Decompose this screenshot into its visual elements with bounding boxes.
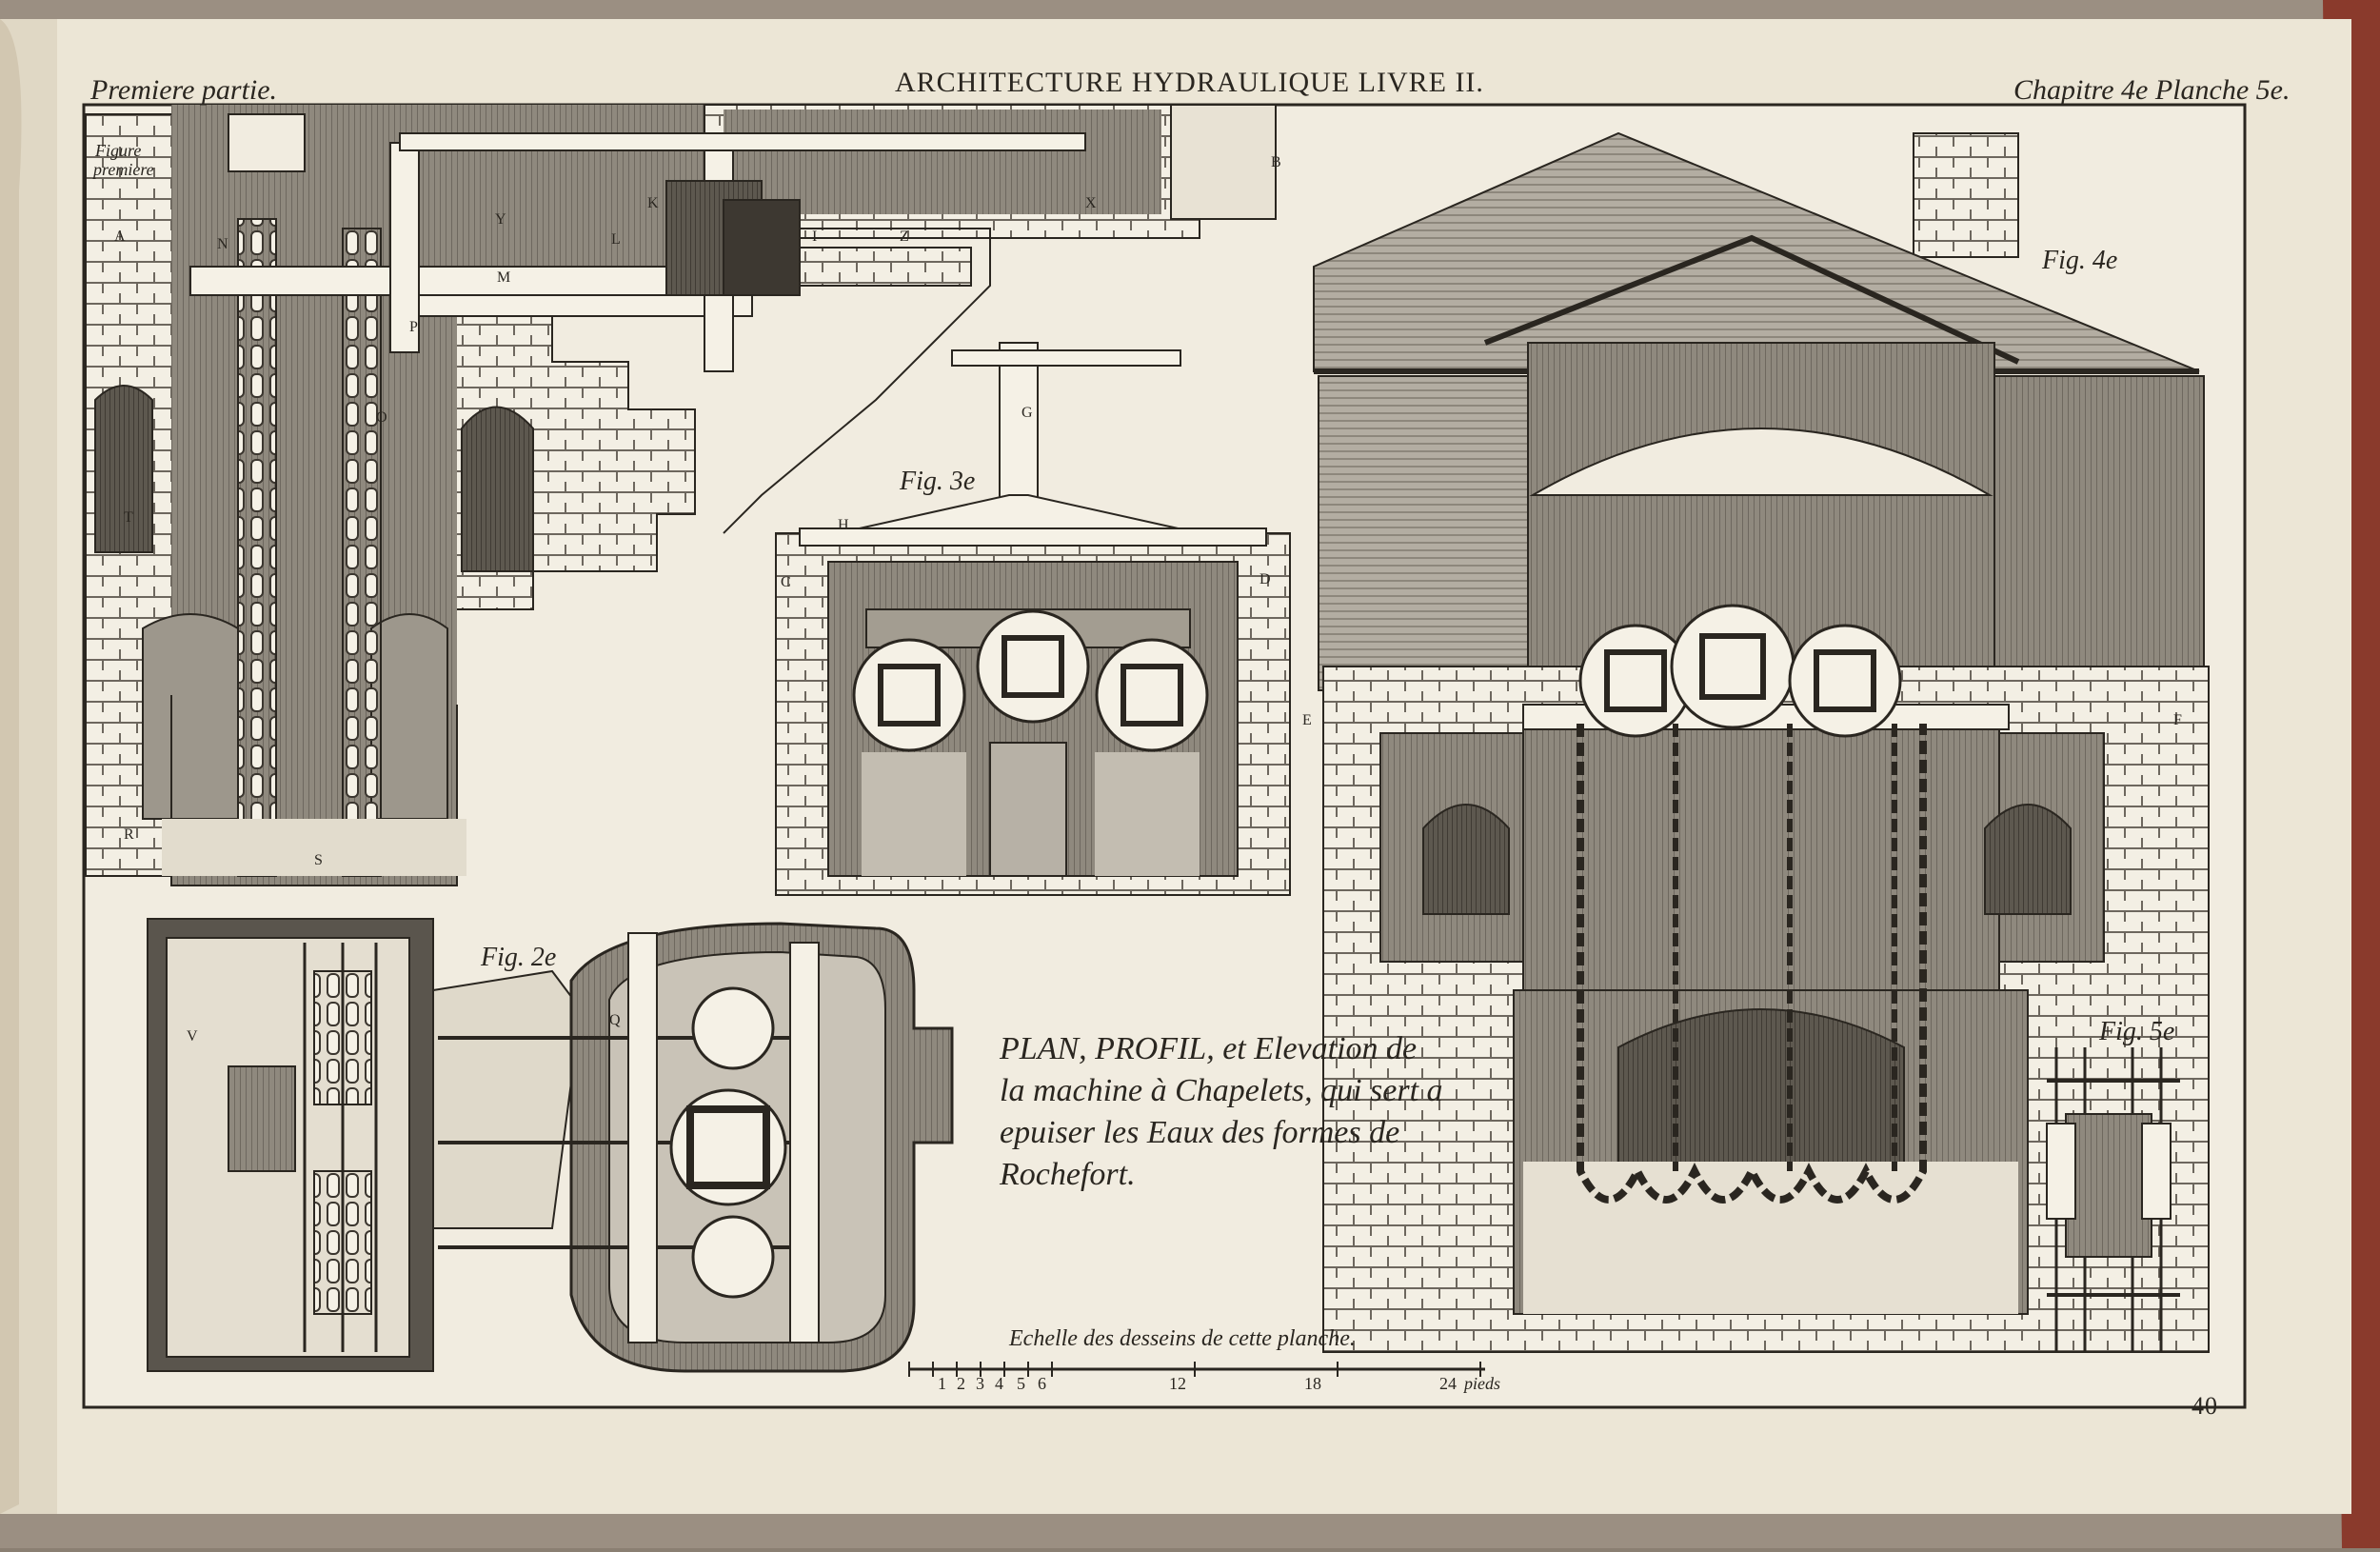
ref-letter: L bbox=[611, 231, 621, 248]
ref-letter: H bbox=[838, 517, 849, 533]
header-right: Chapitre 4e Planche 5e. bbox=[2013, 74, 2291, 106]
ref-letter: A bbox=[114, 229, 126, 245]
scale-bar bbox=[908, 1362, 1485, 1377]
scale-tick: 3 bbox=[976, 1374, 984, 1393]
ref-letter: C bbox=[781, 574, 791, 590]
ref-letter: X bbox=[1085, 195, 1097, 211]
ref-letter: I bbox=[812, 229, 818, 245]
ref-letter: K bbox=[647, 195, 659, 211]
scale-tick: 6 bbox=[1038, 1374, 1046, 1393]
ref-letter: D bbox=[1259, 571, 1271, 587]
scale-caption: Echelle des desseins de cette planche. bbox=[1009, 1326, 1356, 1351]
header-left: Premiere partie. bbox=[90, 74, 278, 106]
ref-letter: Y bbox=[495, 211, 506, 228]
scale-tick: 18 bbox=[1304, 1374, 1321, 1393]
scale-tick: 2 bbox=[957, 1374, 965, 1393]
figure-3 bbox=[775, 342, 1291, 896]
scale-tick: 5 bbox=[1017, 1374, 1025, 1393]
ref-letter: O bbox=[376, 409, 387, 426]
ref-letter: R bbox=[124, 826, 134, 843]
page-number: 40 bbox=[2192, 1392, 2218, 1420]
fig3-wheels bbox=[852, 609, 1209, 752]
ref-letter: B bbox=[1271, 154, 1281, 170]
fig1-caption-line1: Figure bbox=[95, 141, 142, 160]
ref-letter: F bbox=[2173, 712, 2182, 728]
ref-letter: Z bbox=[900, 229, 909, 245]
scale-tick: 1 bbox=[938, 1374, 946, 1393]
fig4-caption: Fig. 4e bbox=[2042, 246, 2118, 275]
fig2-caption: Fig. 2e bbox=[481, 943, 557, 972]
ref-letter: S bbox=[314, 852, 323, 868]
ref-letter: E bbox=[1302, 712, 1312, 728]
ref-letter: N bbox=[217, 236, 228, 252]
scale-tick: 24 bbox=[1439, 1374, 1457, 1393]
scale-tick: 12 bbox=[1169, 1374, 1186, 1393]
scale-tick: 4 bbox=[995, 1374, 1003, 1393]
header-center: ARCHITECTURE HYDRAULIQUE LIVRE II. bbox=[895, 67, 1484, 98]
scale-unit: pieds bbox=[1464, 1374, 1500, 1393]
ref-letter: Q bbox=[609, 1012, 621, 1028]
ref-letter: T bbox=[124, 509, 133, 526]
gutter-shadow bbox=[0, 19, 57, 1514]
figure-2 bbox=[147, 918, 954, 1373]
ref-letter: P bbox=[409, 319, 418, 335]
ref-letter: V bbox=[187, 1028, 198, 1045]
fig5-caption: Fig. 5e bbox=[2099, 1017, 2175, 1046]
plate-title: PLAN, PROFIL, et Elevation de la machine… bbox=[1000, 1031, 1443, 1192]
ref-letter: G bbox=[1021, 405, 1033, 421]
fig3-caption: Fig. 3e bbox=[900, 467, 976, 496]
fig4-wheels bbox=[1578, 604, 1902, 738]
figure-1 bbox=[85, 104, 1277, 886]
figure-5 bbox=[2046, 1047, 2180, 1352]
figure-4 bbox=[1313, 131, 2210, 1353]
fig1-caption-line2: premiere bbox=[93, 160, 154, 179]
ref-letter: M bbox=[497, 269, 511, 286]
